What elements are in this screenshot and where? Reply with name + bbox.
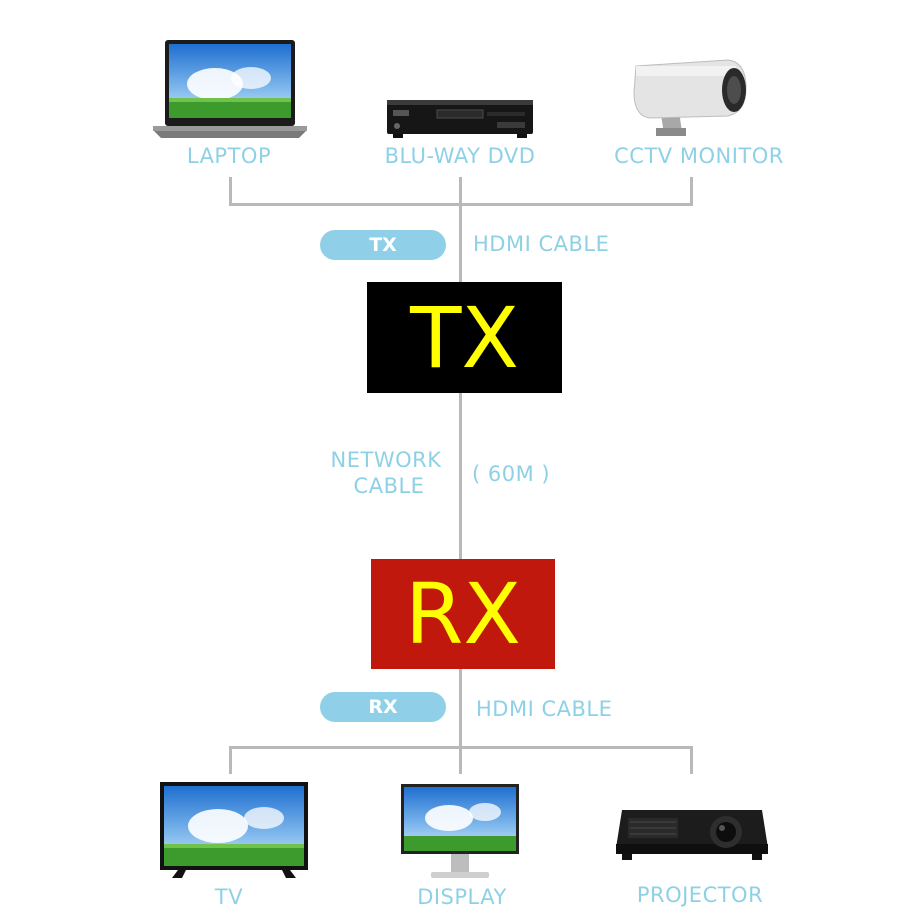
tx-hdmi-cable-label: HDMI CABLE [473, 232, 610, 256]
tx-box-label: TX [410, 288, 519, 387]
output-label-tv: TV [214, 885, 244, 909]
output-wire-projector [690, 746, 693, 774]
output-wire-display [459, 746, 462, 774]
cable-length-label: ( 60M ) [472, 462, 551, 486]
source-wire-laptop [229, 177, 232, 205]
laptop-icon [153, 40, 307, 138]
rx-pill: RX [320, 692, 446, 722]
network-cable-label-line1: NETWORK [330, 448, 442, 472]
rx-box-label: RX [405, 565, 521, 663]
rx-output-wire [459, 669, 462, 748]
source-label-laptop: LAPTOP [186, 144, 272, 168]
display-monitor-icon [401, 784, 519, 878]
tx-pill: TX [320, 230, 446, 260]
output-wire-tv [229, 746, 232, 774]
projector-icon [616, 810, 768, 860]
dvd-player-icon [387, 100, 533, 138]
tx-box: TX [367, 282, 562, 393]
tx-input-wire [459, 203, 462, 283]
output-label-display: DISPLAY [417, 885, 507, 909]
rx-box: RX [371, 559, 555, 669]
network-cable-label-line2: CABLE [353, 474, 425, 498]
source-label-cctv: CCTV MONITOR [614, 144, 784, 168]
tv-icon [160, 782, 308, 878]
cctv-camera-icon [633, 59, 747, 136]
source-wire-dvd [459, 177, 462, 205]
source-wire-cctv [690, 177, 693, 205]
rx-hdmi-cable-label: HDMI CABLE [476, 697, 613, 721]
source-label-dvd: BLU-WAY DVD [384, 144, 536, 168]
network-wire [459, 393, 462, 559]
output-label-projector: PROJECTOR [636, 883, 764, 907]
